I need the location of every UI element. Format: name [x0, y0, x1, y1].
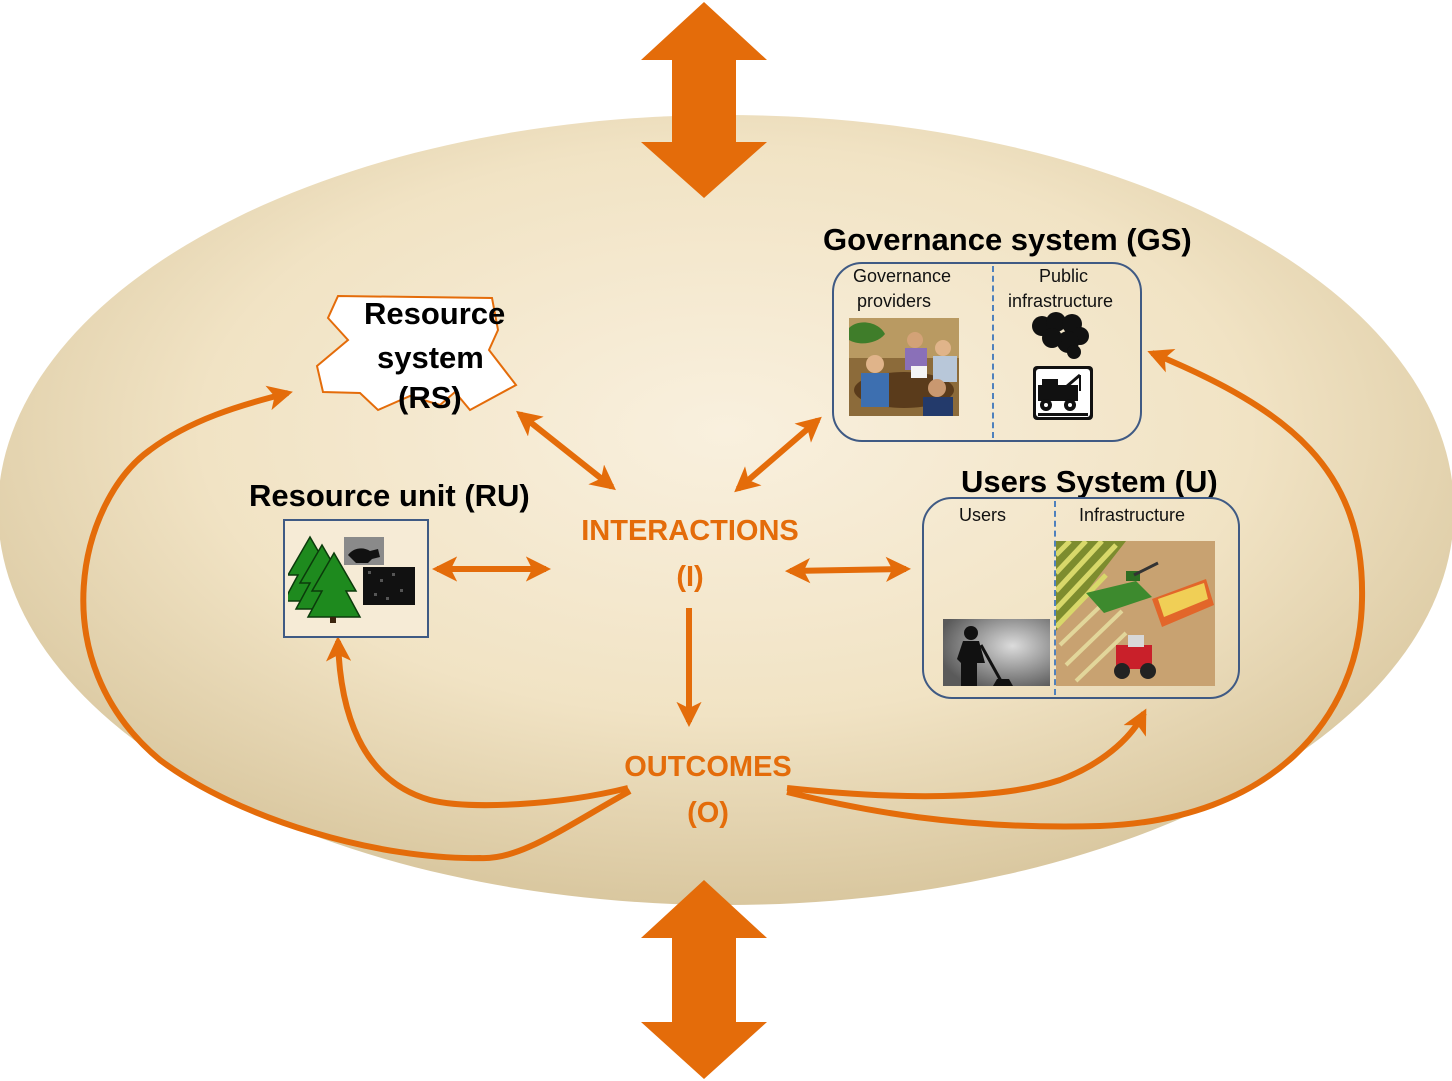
gs-title: Governance system (GS) — [823, 222, 1192, 257]
rs-line3: (RS) — [398, 380, 462, 415]
gs-col1-line2: providers — [857, 291, 932, 311]
users-col1: Users — [959, 505, 1007, 525]
farmer-silhouette — [943, 619, 1050, 686]
bottom-double-arrow — [641, 880, 767, 1079]
smoke-icon — [1032, 312, 1089, 359]
rs-line2: system — [377, 340, 484, 375]
users-divider — [1054, 501, 1056, 695]
o-ru-feedback — [325, 635, 629, 809]
gs-divider — [992, 266, 994, 438]
gs-col2-line2: infrastructure — [1008, 291, 1114, 311]
rs-line1: Resource — [364, 296, 506, 331]
outcomes-line2: (O) — [687, 797, 729, 829]
users-box — [922, 497, 1240, 699]
o-u-feedback — [786, 708, 1147, 800]
top-double-arrow — [641, 2, 767, 198]
resource-system-shape — [315, 294, 518, 412]
i-u-arrow — [784, 556, 912, 584]
users-col2: Infrastructure — [1079, 505, 1186, 525]
ru-title: Resource unit (RU) — [249, 478, 530, 513]
interactions-line2: (I) — [676, 561, 704, 593]
interactions-line1: INTERACTIONS — [581, 515, 799, 547]
tree-icon — [288, 535, 415, 623]
o-rs-feedback — [80, 385, 632, 862]
rs-i-arrow — [516, 410, 616, 491]
o-gs-feedback — [786, 349, 1366, 830]
tow-truck-icon — [1033, 366, 1093, 420]
gs-i-arrow — [734, 416, 822, 493]
ru-box — [283, 519, 429, 638]
outcomes-line1: OUTCOMES — [624, 751, 792, 783]
gs-col1-line1: Governance — [853, 266, 952, 286]
gs-box — [832, 262, 1142, 442]
meeting-photo — [849, 318, 959, 416]
harvester-photo — [1056, 541, 1215, 686]
gs-col2-line1: Public — [1039, 266, 1089, 286]
users-title: Users System (U) — [961, 464, 1218, 499]
